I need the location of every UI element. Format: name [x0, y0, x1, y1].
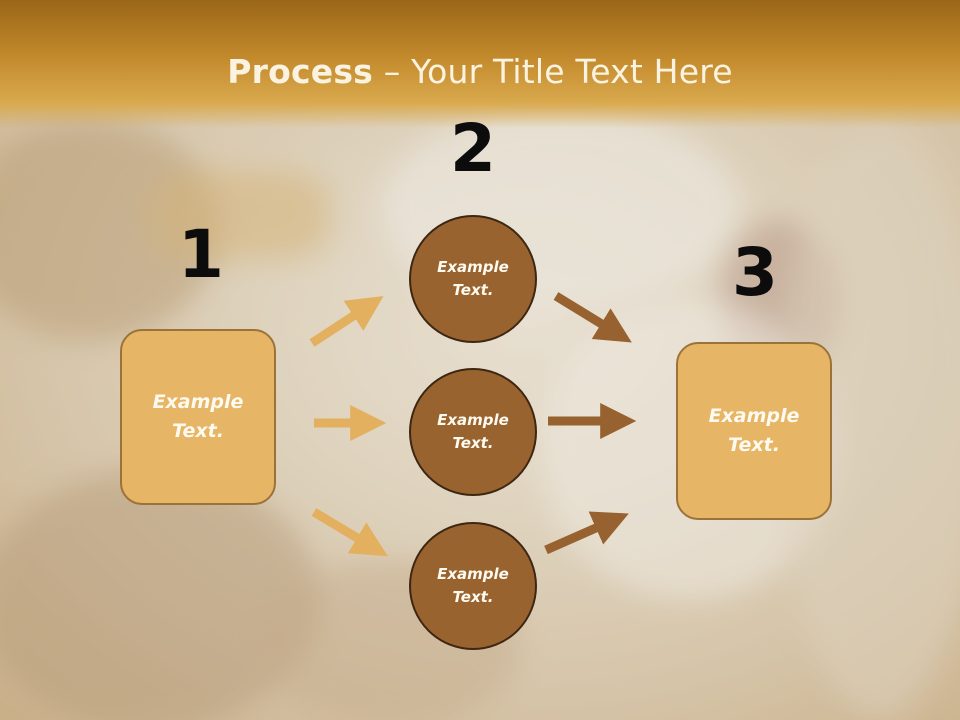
title-banner: [0, 0, 960, 128]
circle-text: Example Text.: [437, 258, 509, 299]
step-number-2: 2: [450, 110, 496, 187]
circle-text: Example Text.: [437, 411, 509, 452]
arrow-up-right-dark: [544, 511, 629, 555]
step-1-box[interactable]: Example Text.: [120, 329, 276, 505]
step-2-circle-middle[interactable]: Example Text.: [409, 368, 537, 496]
step-number-1: 1: [178, 216, 224, 293]
background-photo-blur: [0, 470, 320, 720]
arrow-down-right-dark: [553, 292, 632, 343]
step-number-3: 3: [732, 234, 778, 311]
title-bold: Process: [227, 52, 374, 91]
background-photo-blur: [150, 170, 330, 260]
title-rest: – Your Title Text Here: [373, 52, 733, 91]
circle-text: Example Text.: [437, 565, 509, 606]
arrow-up-right: [309, 296, 384, 347]
step-3-text: Example Text.: [708, 405, 800, 456]
step-1-text: Example Text.: [152, 391, 244, 442]
step-3-box[interactable]: Example Text.: [676, 342, 832, 520]
step-2-circle-top[interactable]: Example Text.: [409, 215, 537, 343]
slide-title[interactable]: Process – Your Title Text Here: [0, 52, 960, 91]
step-2-circle-bottom[interactable]: Example Text.: [409, 522, 537, 650]
arrow-down-right: [311, 508, 388, 557]
